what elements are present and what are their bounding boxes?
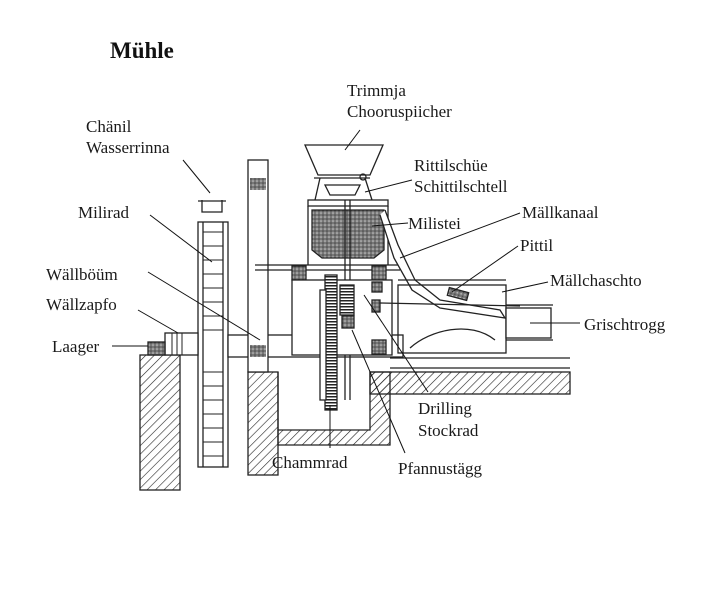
label-waellboeuem: Wällböüm [46,265,118,284]
label-trimmja: Trimmja [347,81,406,100]
label-chaenil: Chänil [86,117,132,136]
meal-box [379,279,553,354]
label-rittilschue: Rittilschüe [414,156,488,175]
meal-channel [379,209,507,319]
label-wasserrinna: Wasserrinna [86,138,170,157]
label-grischtrogg: Grischtrogg [584,315,666,334]
label-laager: Laager [52,337,100,356]
label-pittil: Pittil [520,236,554,255]
label-waellzapfo: Wällzapfo [46,295,117,314]
water-channel [201,200,223,213]
sieve [446,286,470,302]
label-pfannustaegg: Pfannustägg [398,459,483,478]
lantern-pinion [339,284,355,316]
crown-wheel [324,274,338,411]
foundation [139,354,571,491]
label-milistei: Milistei [408,214,461,233]
label-drilling: Drilling [418,399,472,418]
hopper [304,144,384,201]
label-stockrad: Stockrad [418,421,479,440]
label-milirad: Milirad [78,203,129,222]
machine-outline [139,144,571,491]
label-chooruspiicher: Chooruspiicher [347,102,452,121]
leader-lines [112,129,580,454]
label-maellkanaal: Mällkanaal [522,203,599,222]
label-maellchaschto: Mällchaschto [550,271,642,290]
label-schittilschtell: Schittilschtell [414,177,508,196]
water-wheel [197,221,229,468]
post [247,159,269,373]
page-title: Mühle [110,38,174,63]
label-chammrad: Chammrad [272,453,348,472]
